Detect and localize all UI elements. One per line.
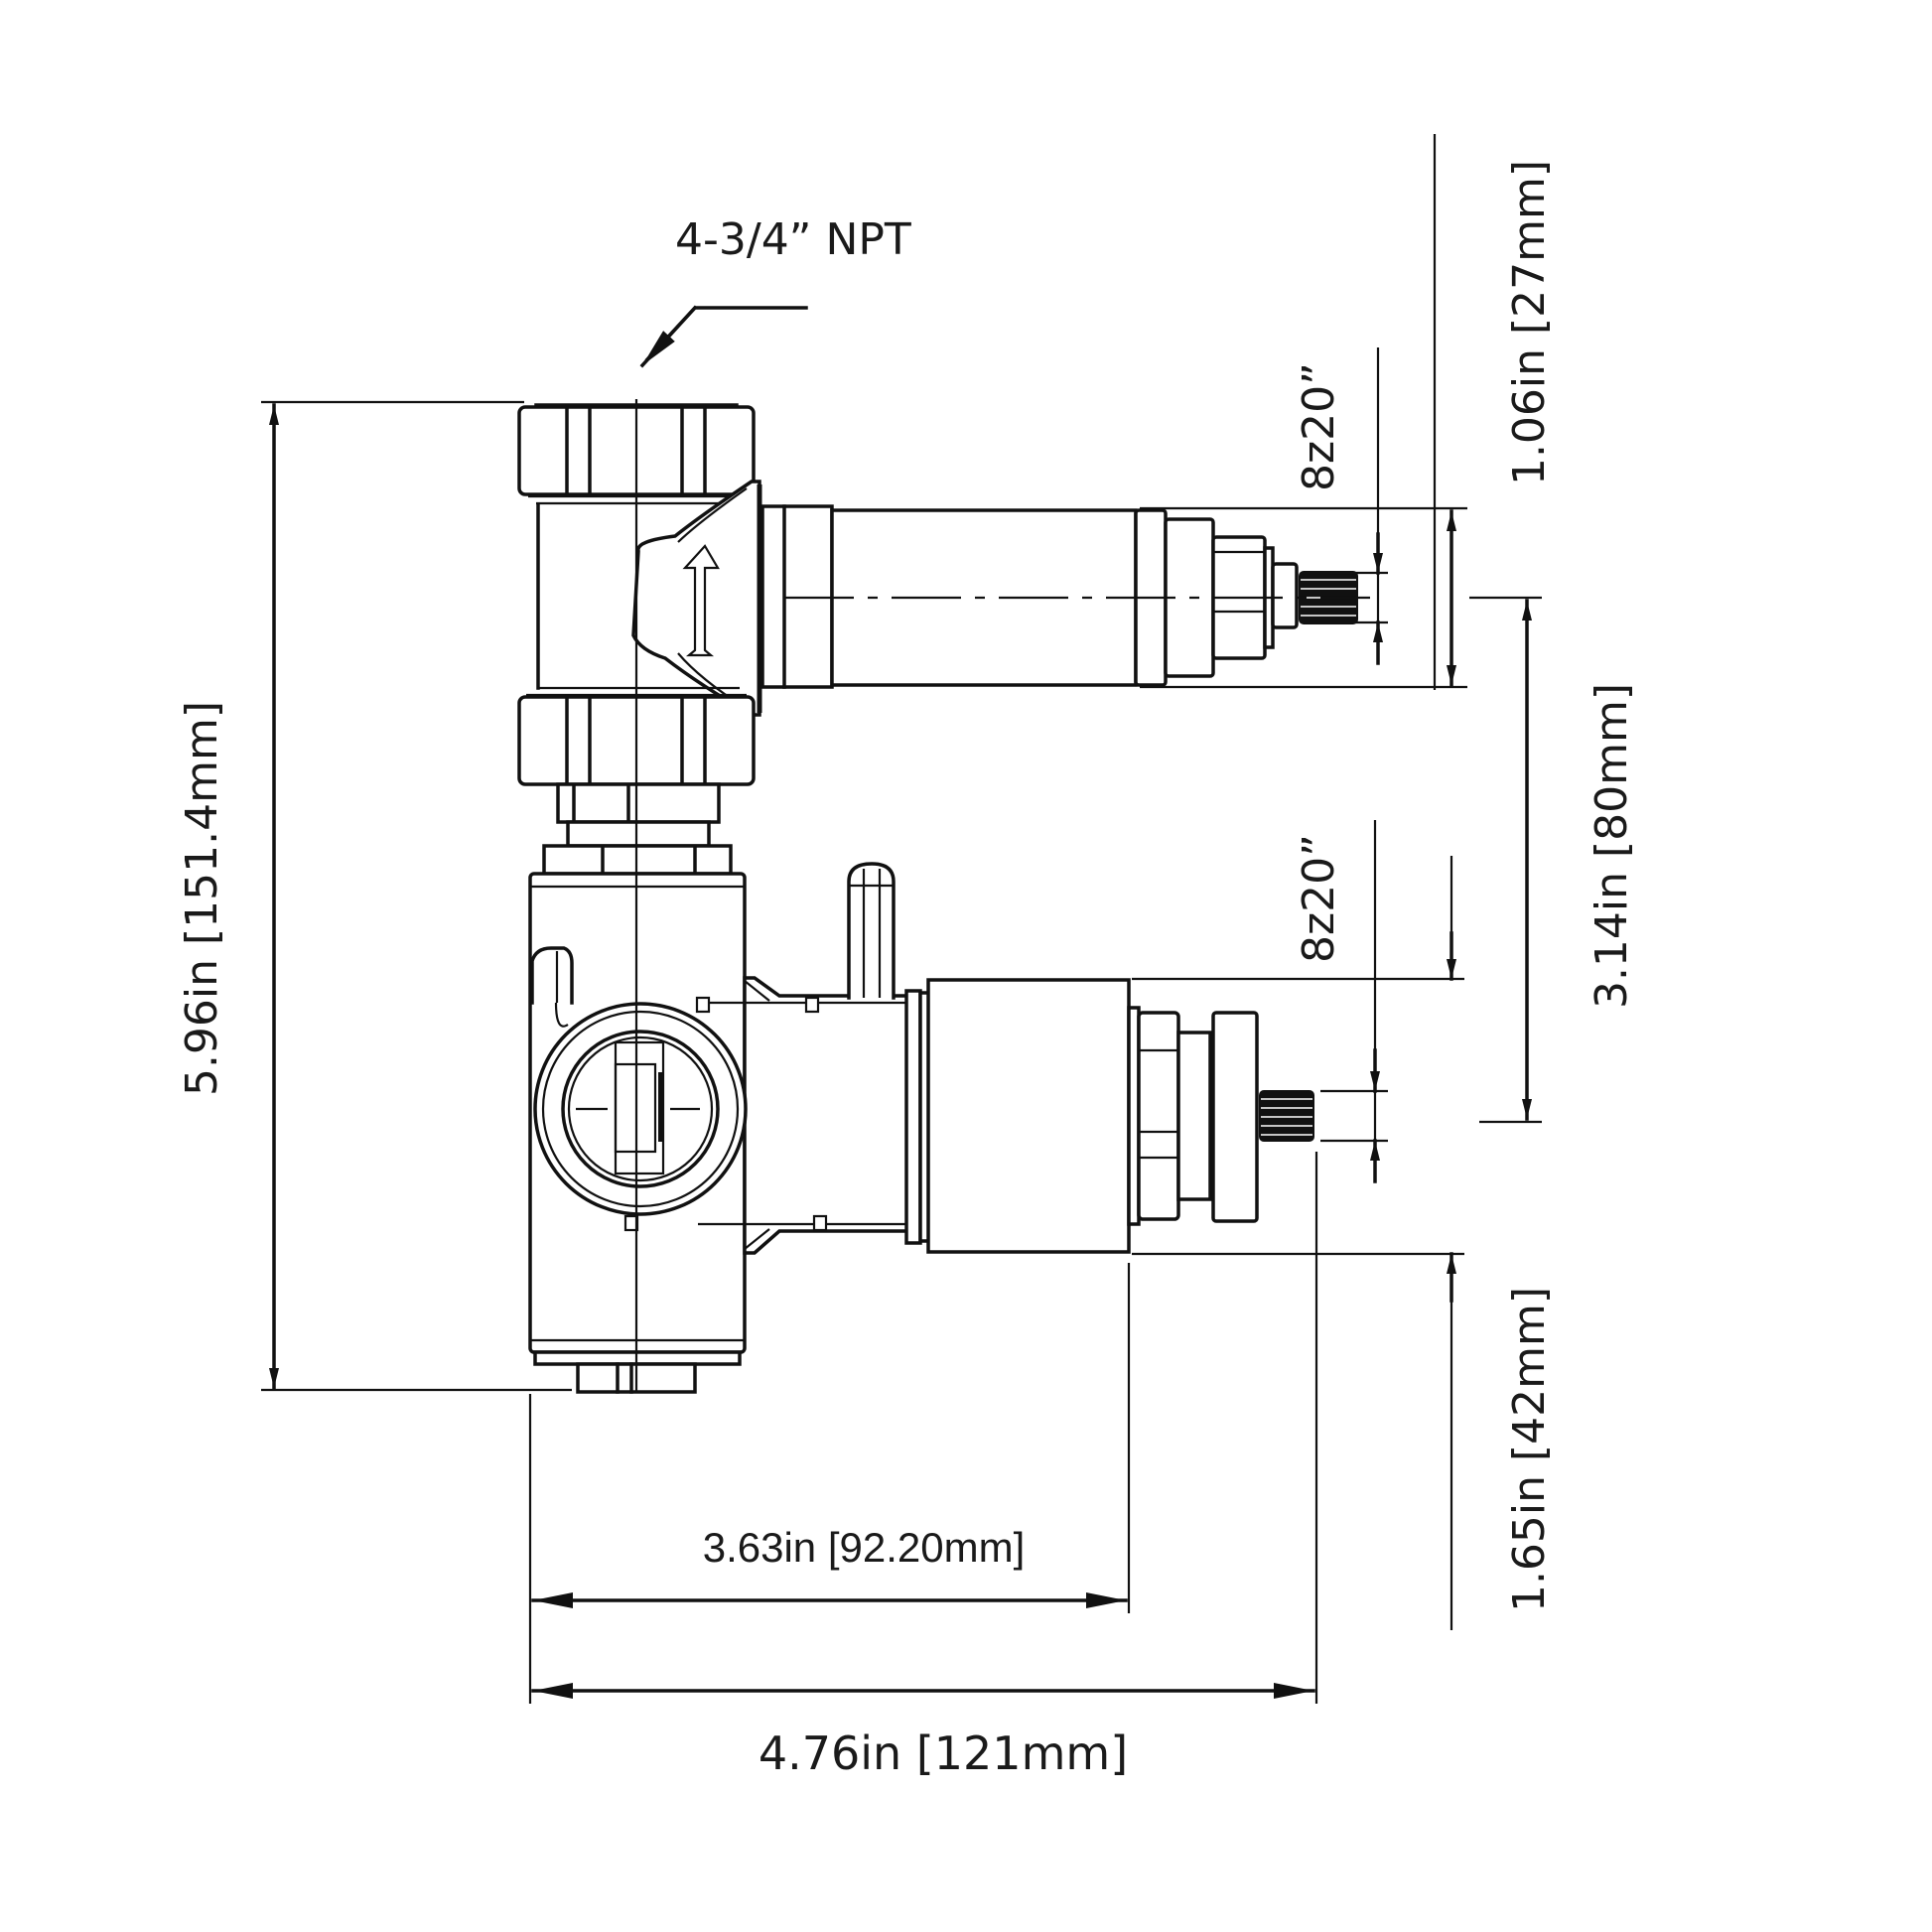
- centerlines: [634, 399, 1370, 1392]
- lower-spline-stem: [1259, 1090, 1314, 1142]
- dim-bottom-stem-offset-label: 1.65in [42mm]: [1504, 1287, 1555, 1612]
- dim-overall-depth-label: 4.76in [121mm]: [759, 1726, 1128, 1780]
- dim-stem-spacing: 3.14in [80mm]: [1469, 596, 1637, 1124]
- dim-stem-spacing-label: 3.14in [80mm]: [1587, 683, 1637, 1009]
- flow-direction-arrow: [682, 544, 720, 657]
- upper-tee-fitting: [517, 403, 762, 876]
- dim-thread-top: 8z20”: [1294, 347, 1388, 665]
- dim-top-stem-offset-label: 1.06in [27mm]: [1504, 160, 1555, 485]
- lower-stem-arm: [926, 978, 1314, 1254]
- npt-leader-arrow: [639, 305, 698, 368]
- dim-overall-depth: 4.76in [121mm]: [531, 1152, 1318, 1780]
- dim-top-stem-offset: 1.06in [27mm]: [1140, 134, 1555, 690]
- dim-bottom-stem-offset: 1.65in [42mm]: [1132, 856, 1555, 1630]
- dim-thread-bottom: 8z20”: [1294, 820, 1388, 1183]
- outlet-port: [533, 1002, 748, 1216]
- dim-overall-height-label: 5.96in [151.4mm]: [177, 701, 227, 1096]
- npt-callout-label: 4-3/4” NPT: [675, 214, 911, 265]
- dim-thread-bottom-label: 8z20”: [1294, 834, 1344, 963]
- npt-callout: 4-3/4” NPT: [639, 214, 911, 368]
- dim-body-depth-label: 3.63in [92.20mm]: [703, 1524, 1026, 1571]
- dim-thread-top-label: 8z20”: [1294, 362, 1344, 491]
- dim-body-depth: 3.63in [92.20mm]: [528, 1263, 1131, 1704]
- dim-overall-height: 5.96in [151.4mm]: [177, 400, 572, 1392]
